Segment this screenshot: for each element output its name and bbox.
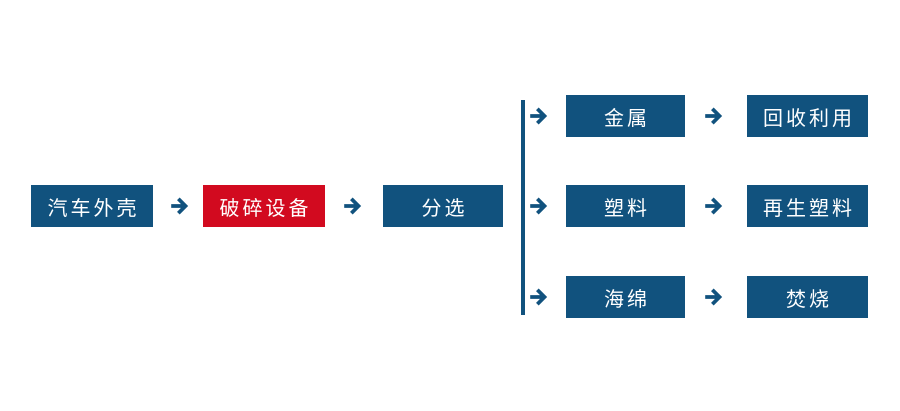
node-label: 塑料 bbox=[604, 197, 650, 220]
branch-connector-line bbox=[521, 100, 525, 315]
node-label: 再生塑料 bbox=[763, 197, 855, 220]
node-label: 金属 bbox=[604, 107, 650, 130]
node-label: 焚烧 bbox=[786, 288, 832, 311]
node-label: 分选 bbox=[421, 197, 468, 220]
node-crusher: 破碎设备 bbox=[203, 185, 325, 227]
node-recycling: 回收利用 bbox=[747, 95, 868, 137]
node-car-shell: 汽车外壳 bbox=[31, 185, 153, 227]
arrow-right-icon bbox=[339, 195, 367, 217]
node-label: 破碎设备 bbox=[219, 197, 312, 220]
arrow-right-icon bbox=[700, 286, 728, 308]
arrow-right-icon bbox=[525, 195, 553, 217]
node-label: 海绵 bbox=[604, 288, 650, 311]
node-metal: 金属 bbox=[566, 95, 685, 137]
node-label: 汽车外壳 bbox=[47, 197, 140, 220]
arrow-right-icon bbox=[166, 195, 194, 217]
node-plastic: 塑料 bbox=[566, 185, 685, 227]
node-incineration: 焚烧 bbox=[747, 276, 868, 318]
arrow-right-icon bbox=[525, 286, 553, 308]
arrow-right-icon bbox=[700, 195, 728, 217]
node-sponge: 海绵 bbox=[566, 276, 685, 318]
arrow-right-icon bbox=[700, 105, 728, 127]
node-sorting: 分选 bbox=[383, 185, 503, 227]
node-label: 回收利用 bbox=[763, 107, 855, 130]
arrow-right-icon bbox=[525, 105, 553, 127]
node-recycled-plastic: 再生塑料 bbox=[747, 185, 868, 227]
